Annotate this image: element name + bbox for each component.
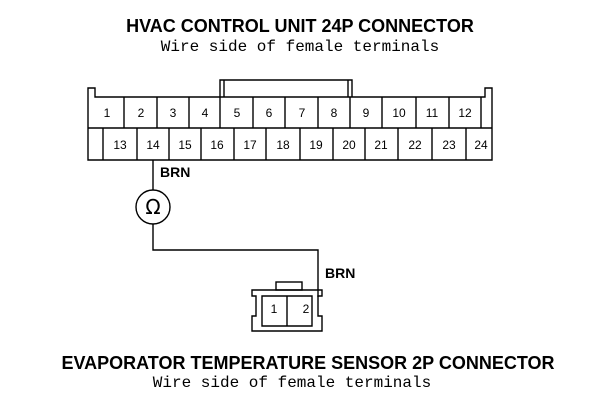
hvac-pin-16: 16	[210, 138, 224, 152]
sensor-pin-2: 2	[303, 302, 310, 316]
hvac-pin-10: 10	[392, 106, 406, 120]
sensor-connector-latch	[275, 281, 303, 291]
hvac-pin-23: 23	[442, 138, 456, 152]
hvac-connector-housing	[87, 87, 493, 161]
hvac-pin-19: 19	[309, 138, 323, 152]
hvac-top-row-dividers	[123, 97, 482, 128]
hvac-pin-2: 2	[138, 106, 145, 120]
hvac-pin-24: 24	[474, 138, 488, 152]
hvac-pin-14: 14	[146, 138, 160, 152]
hvac-bottom-row-pins: 13 14 15 16 17 18 19 20 21 22 23 24	[113, 138, 488, 152]
hvac-24p-connector: 1 2 3 4 5 6 7 8 9 10 11 12 13 14 15 16 1…	[87, 79, 493, 161]
sensor-connector-title: EVAPORATOR TEMPERATURE SENSOR 2P CONNECT…	[61, 353, 554, 373]
hvac-pin-5: 5	[234, 106, 241, 120]
hvac-pin-12: 12	[458, 106, 472, 120]
ohm-icon: Ω	[145, 195, 160, 219]
sensor-connector-subtitle: Wire side of female terminals	[153, 374, 431, 392]
hvac-top-row-pins: 1 2 3 4 5 6 7 8 9 10 11 12	[104, 106, 472, 120]
hvac-pin-13: 13	[113, 138, 127, 152]
hvac-connector-subtitle: Wire side of female terminals	[161, 38, 439, 56]
hvac-pin-17: 17	[243, 138, 257, 152]
hvac-pin-1: 1	[104, 106, 111, 120]
sensor-2p-connector: 1 2	[251, 281, 323, 332]
hvac-pin-22: 22	[408, 138, 422, 152]
hvac-pin-8: 8	[331, 106, 338, 120]
wire-color-label-bottom: BRN	[325, 265, 355, 281]
hvac-pin-15: 15	[178, 138, 192, 152]
sensor-connector-housing	[251, 289, 323, 332]
wire-color-label-top: BRN	[160, 164, 190, 180]
hvac-connector-latch	[219, 79, 353, 97]
hvac-pin-11: 11	[426, 106, 439, 120]
hvac-bottom-row-dividers	[102, 128, 467, 160]
hvac-pin-3: 3	[170, 106, 177, 120]
hvac-pin-4: 4	[202, 106, 209, 120]
hvac-connector-title: HVAC CONTROL UNIT 24P CONNECTOR	[126, 16, 474, 36]
meter-lead-bottom	[152, 224, 319, 297]
hvac-pin-6: 6	[266, 106, 273, 120]
ohmmeter-circuit: BRN Ω BRN	[135, 160, 355, 297]
hvac-pin-20: 20	[342, 138, 356, 152]
sensor-pin-1: 1	[271, 302, 278, 316]
hvac-pin-21: 21	[374, 138, 388, 152]
hvac-pin-7: 7	[299, 106, 306, 120]
hvac-pin-18: 18	[276, 138, 290, 152]
hvac-pin-9: 9	[363, 106, 370, 120]
sensor-pin-cavities	[261, 295, 313, 327]
